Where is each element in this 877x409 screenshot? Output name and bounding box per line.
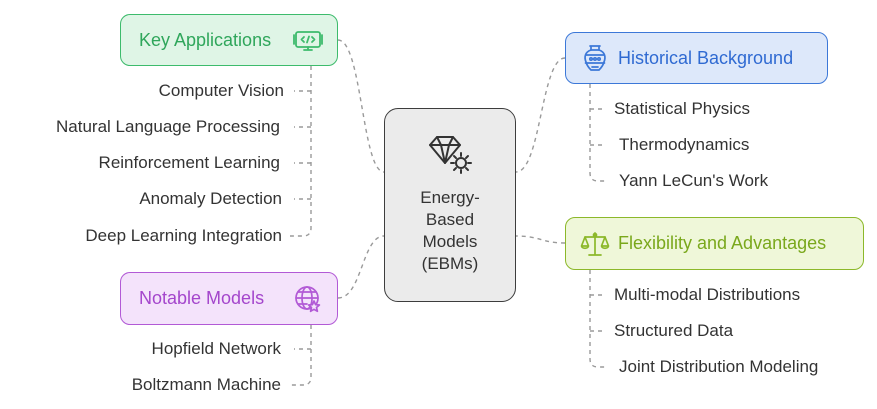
connector-notable-models [337,235,385,299]
node-notable-models: Notable Models [120,272,338,325]
balance-scale-icon [580,229,610,259]
leaf-anomaly-detection: Anomaly Detection [139,189,282,208]
trunk-historical-background [589,84,608,182]
vase-icon [580,43,610,73]
leaf-computer-vision: Computer Vision [158,81,284,100]
connector-key-applications [337,39,385,173]
leaf-statistical-physics: Statistical Physics [614,99,751,118]
leaf-yann-lecuns-work: Yann LeCun's Work [619,171,769,190]
leaf-boltzmann-machine: Boltzmann Machine [131,375,281,394]
leaf-natural-language-processing: Natural Language Processing [56,117,280,136]
node-flexibility-advantages: Flexibility and Advantages [565,217,864,270]
leaf-deep-learning-integration: Deep Learning Integration [85,226,282,245]
node-key-applications: Key Applications [120,14,338,66]
leaf-structured-data: Structured Data [614,321,734,340]
node-historical-background: Historical Background [565,32,828,84]
gem-gear-icon [422,131,478,179]
leaf-reinforcement-learning: Reinforcement Learning [98,153,280,172]
globe-star-icon [293,284,323,314]
node-title-historical-background: Historical Background [618,47,794,68]
trunk-flexibility-advantages [589,270,608,368]
leaf-multi-modal-distributions: Multi-modal Distributions [614,285,801,304]
node-title-key-applications: Key Applications [139,29,272,50]
trunk-notable-models [290,325,312,386]
connector-historical-background [515,57,566,173]
node-title-notable-models: Notable Models [139,288,265,308]
connector-flexibility-advantages [515,235,566,244]
leaf-joint-distribution-modeling: Joint Distribution Modeling [619,357,819,376]
center-node-ebms: Energy- Based Models (EBMs) [384,108,516,302]
node-title-flexibility-advantages: Flexibility and Advantages [618,233,827,253]
monitor-code-icon [293,25,323,55]
leaf-hopfield-network: Hopfield Network [151,339,281,358]
trunk-key-applications [290,66,312,237]
center-title: Energy- Based Models (EBMs) [420,188,480,273]
leaf-thermodynamics: Thermodynamics [619,135,750,154]
